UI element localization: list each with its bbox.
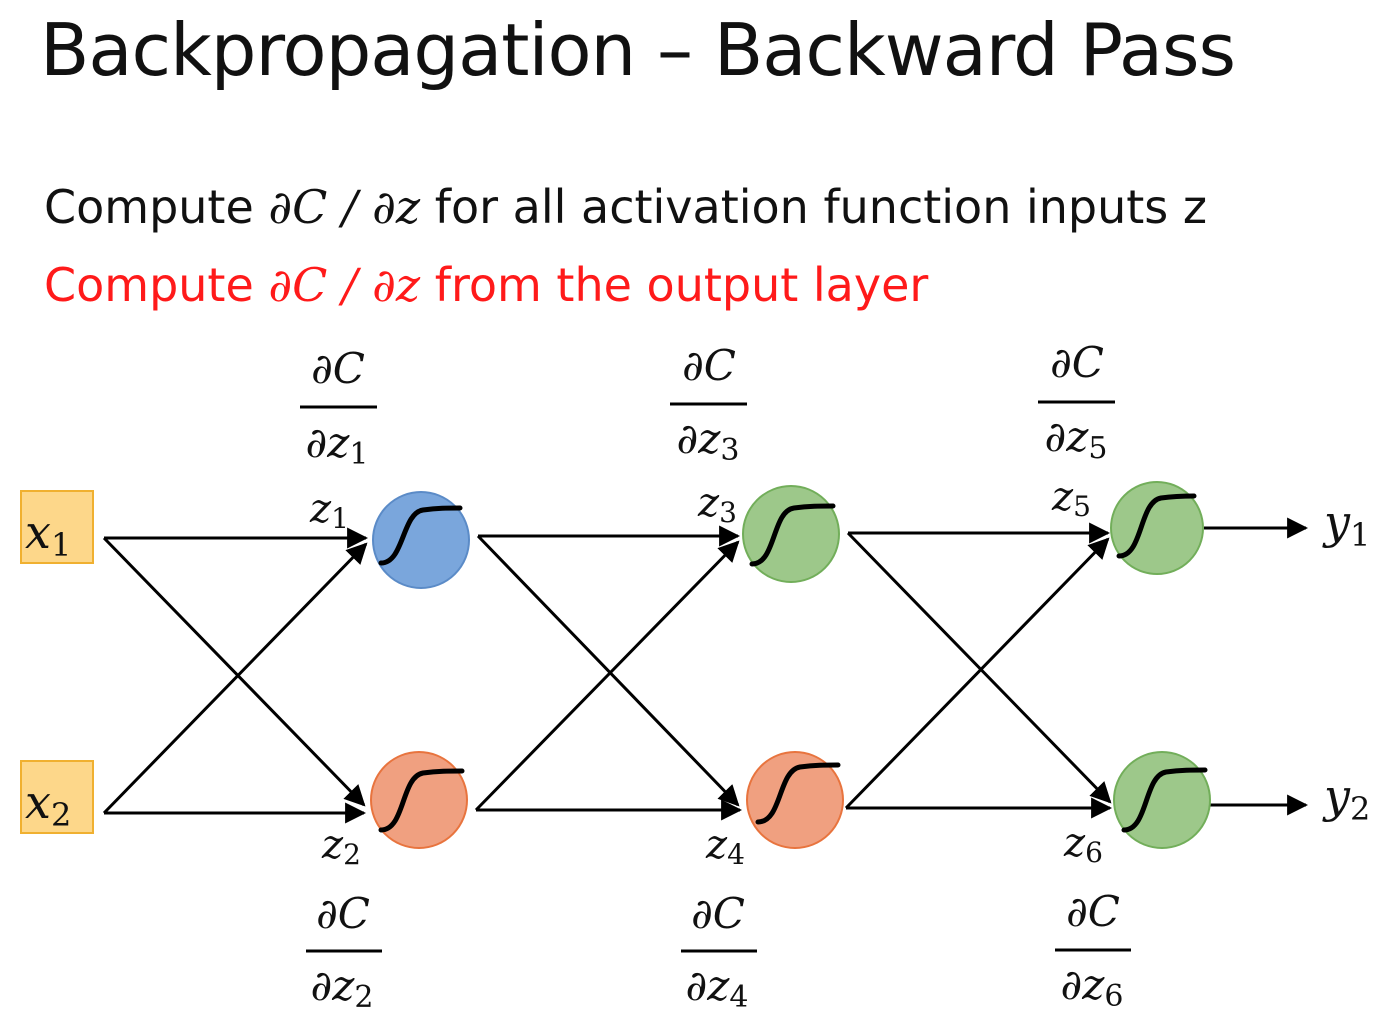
input-var: x: [25, 775, 51, 829]
neuron-circle: [746, 751, 844, 849]
instruction-2-math: ∂C / ∂z: [268, 258, 421, 312]
sigmoid-icon: [755, 762, 841, 825]
instruction-line-1: Compute ∂C / ∂z for all activation funct…: [44, 180, 1207, 234]
z-label-6: z6: [1063, 820, 1103, 869]
gradient-num: ∂C: [1050, 338, 1104, 387]
input-box: [20, 490, 94, 564]
instruction-line-2: Compute ∂C / ∂z from the output layer: [44, 258, 928, 312]
sigmoid-icon: [378, 768, 465, 833]
gradient-sub: 3: [720, 433, 739, 468]
input-x1: x1: [20, 490, 94, 564]
neuron-2: [370, 751, 468, 849]
svg-text:∂z1: ∂z1: [306, 418, 369, 472]
gradient-num: ∂C: [316, 889, 370, 938]
svg-text:∂z5: ∂z5: [1045, 412, 1108, 466]
instruction-1-prefix: Compute: [44, 180, 269, 234]
edge-n4-z5: [844, 537, 1110, 810]
instruction-2-suffix: from the output layer: [420, 258, 929, 312]
sigmoid-icon: [1116, 493, 1197, 559]
neuron-6: [1113, 751, 1211, 849]
gradient-den: ∂z: [677, 414, 722, 463]
neuron-circle: [1113, 751, 1211, 849]
gradient-sub: 4: [729, 980, 748, 1015]
neuron-1: [372, 491, 470, 589]
output-y2: y2: [1322, 769, 1370, 828]
gradient-sub: 1: [349, 437, 368, 472]
gradient-den: ∂z: [1045, 412, 1090, 461]
input-sub: 1: [51, 526, 71, 564]
sigmoid-icon: [1121, 767, 1208, 833]
gradient-num: ∂C: [682, 341, 736, 390]
z-label-2: z2: [321, 822, 361, 871]
gradient-num: ∂C: [1066, 887, 1120, 936]
sigmoid-icon: [378, 505, 463, 566]
svg-text:∂z2: ∂z2: [311, 961, 374, 1015]
edge-n2-z3: [474, 540, 740, 812]
neuron-5: [1110, 481, 1204, 575]
sigmoid-icon: [749, 503, 836, 567]
svg-text:x2: x2: [25, 775, 71, 834]
neuron-circle: [1110, 481, 1204, 575]
z-label-4: z4: [705, 822, 745, 871]
gradient-num: ∂C: [311, 344, 365, 393]
gradient-1: ∂C ∂z1: [300, 344, 377, 472]
gradient-4: ∂C ∂z4: [681, 889, 757, 1015]
instruction-1-suffix: for all activation function inputs z: [420, 180, 1208, 234]
gradient-sub: 6: [1104, 979, 1123, 1014]
gradient-3: ∂C ∂z3: [670, 341, 747, 468]
neuron-4: [746, 751, 844, 849]
instruction-1-math: ∂C / ∂z: [268, 180, 421, 234]
gradient-5: ∂C ∂z5: [1038, 338, 1115, 466]
edge-n1-z4: [476, 534, 740, 807]
input-var: x: [25, 505, 51, 559]
neuron-circle: [372, 491, 470, 589]
edge-x1-z2: [102, 536, 366, 807]
z-label-3: z3: [697, 480, 737, 529]
gradient-den: ∂z: [1061, 960, 1106, 1009]
neuron-circle: [370, 751, 468, 849]
gradient-den: ∂z: [686, 961, 731, 1010]
gradient-num: ∂C: [691, 889, 745, 938]
gradient-sub: 5: [1088, 431, 1107, 466]
neuron-circle: [742, 485, 840, 583]
svg-text:∂z4: ∂z4: [686, 961, 749, 1015]
gradient-sub: 2: [354, 980, 373, 1015]
svg-text:∂z3: ∂z3: [677, 414, 740, 468]
connections: [102, 517, 1309, 824]
z-label-5: z5: [1051, 474, 1091, 523]
input-box: [20, 760, 94, 834]
gradient-den: ∂z: [306, 418, 351, 467]
svg-text:x1: x1: [25, 505, 71, 564]
neuron-3: [742, 485, 840, 583]
gradient-den: ∂z: [311, 961, 356, 1010]
instruction-2-prefix: Compute: [44, 258, 269, 312]
edge-x2-z1: [102, 542, 368, 815]
z-label-1: z1: [309, 486, 349, 535]
edge-n3-z6: [846, 531, 1112, 804]
input-sub: 2: [51, 796, 71, 834]
output-y1: y1: [1322, 495, 1370, 554]
gradient-2: ∂C ∂z2: [306, 889, 382, 1015]
svg-text:∂z6: ∂z6: [1061, 960, 1124, 1014]
gradient-6: ∂C ∂z6: [1055, 887, 1131, 1014]
slide-title: Backpropagation – Backward Pass: [40, 8, 1236, 92]
input-x2: x2: [20, 760, 94, 834]
